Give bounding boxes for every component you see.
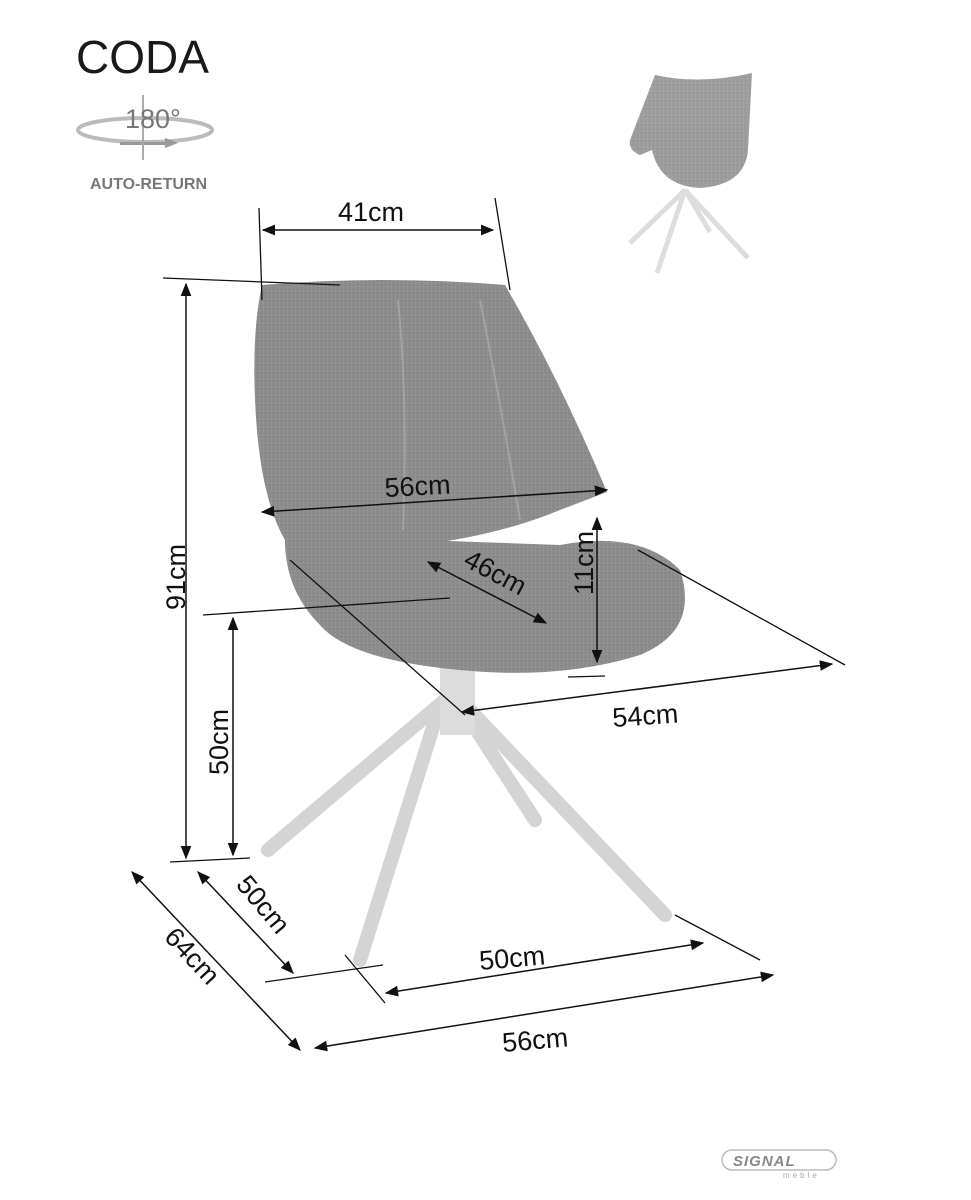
rotation-angle: 180° — [125, 104, 181, 134]
signal-logo: SIGNAL meble — [721, 1149, 837, 1180]
chair-back — [254, 280, 608, 560]
label-side-depth: 54cm — [611, 698, 679, 733]
chair-legs — [261, 693, 672, 967]
arrow-side-depth — [460, 660, 834, 716]
label-total-height: 91cm — [161, 544, 191, 610]
label-seat-height: 50cm — [204, 709, 234, 775]
label-armrest-height: 11cm — [569, 531, 599, 595]
rotation-180-icon: 180° AUTO-RETURN — [76, 95, 214, 193]
chair-drawing — [254, 280, 685, 967]
arrow-footprint-depth — [131, 871, 301, 1051]
label-base-depth: 50cm — [230, 870, 295, 940]
label-footprint-depth: 64cm — [159, 922, 226, 991]
arrow-seat-depth — [426, 561, 548, 624]
dimension-arrows — [131, 224, 834, 1052]
chair-thumbnail — [628, 73, 752, 274]
label-base-width: 50cm — [478, 940, 546, 976]
label-total-width: 56cm — [384, 470, 452, 503]
brand-sub: meble — [783, 1171, 820, 1180]
label-back-width: 41cm — [338, 197, 404, 227]
brand-name: SIGNAL — [733, 1153, 796, 1170]
arrow-total-width — [260, 485, 609, 517]
auto-return-label: AUTO-RETURN — [90, 176, 207, 193]
arrow-footprint-width — [313, 971, 775, 1052]
product-title: CODA — [76, 31, 209, 83]
label-footprint-width: 56cm — [501, 1022, 569, 1058]
